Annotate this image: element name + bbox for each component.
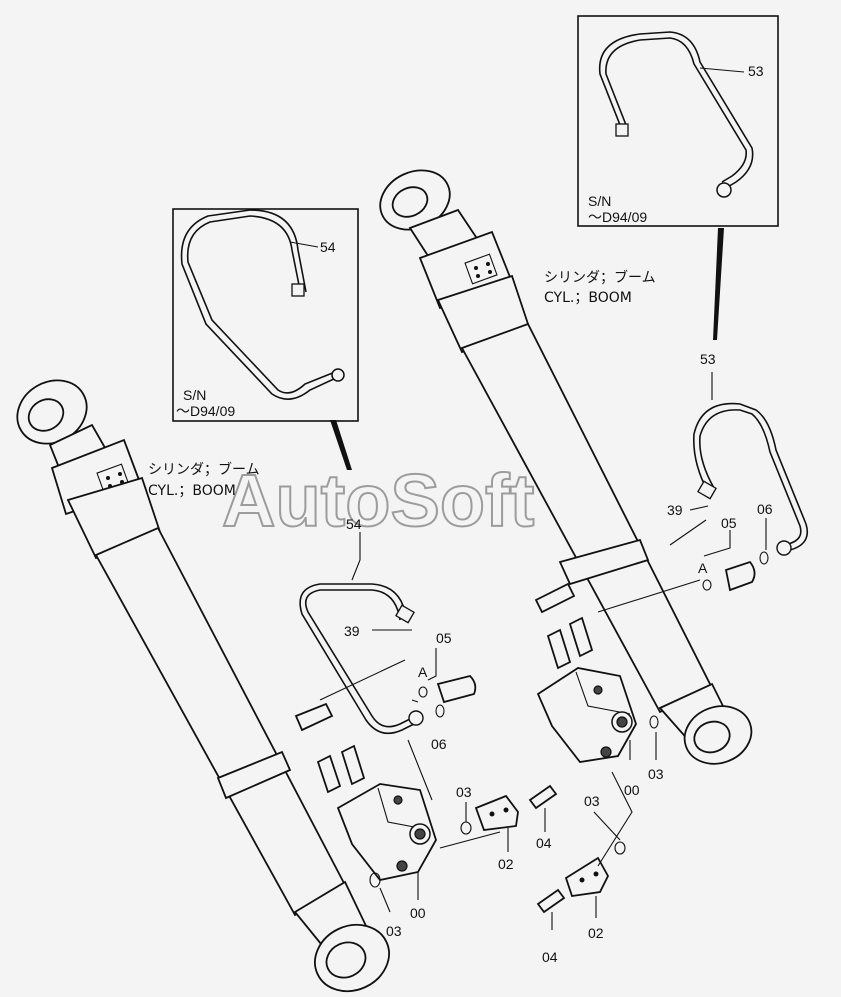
callout-right-02: 02 <box>588 925 604 941</box>
callout-right-39: 39 <box>667 502 683 518</box>
left-boom-cylinder <box>16 379 390 993</box>
callout-right-a: A <box>698 560 708 576</box>
callout-right-pipe: 53 <box>700 351 716 367</box>
inset-left-sn-value: ～D94/09 <box>176 403 235 419</box>
left-valve-assembly <box>294 532 558 913</box>
inset-right-part-label: 53 <box>748 63 764 79</box>
callout-left-04: 04 <box>536 835 552 851</box>
leader-pointer-right <box>713 228 724 340</box>
callout-right-05: 05 <box>721 515 737 531</box>
callout-left-39: 39 <box>344 623 360 639</box>
cylinder-caption-en-right: CYL.；BOOM <box>544 290 632 306</box>
callout-left-05: 05 <box>436 630 452 646</box>
right-valve-assembly <box>534 372 809 930</box>
inset-left-sn-label: S/N <box>183 387 206 403</box>
cylinder-caption-jp-left: シリンダ；ブーム <box>148 461 260 478</box>
right-boom-cylinder <box>379 169 753 765</box>
inset-left-part-label: 54 <box>320 239 336 255</box>
inset-box-right <box>577 15 779 227</box>
callout-right-03a: 03 <box>648 766 664 782</box>
callout-left-03a: 03 <box>456 784 472 800</box>
watermark: AutoSoft <box>222 459 534 542</box>
callout-left-00: 00 <box>410 905 426 921</box>
callout-right-06: 06 <box>757 501 773 517</box>
callout-left-03b: 03 <box>386 923 402 939</box>
callout-right-03b: 03 <box>584 793 600 809</box>
callout-left-02: 02 <box>498 856 514 872</box>
callout-right-00: 00 <box>624 782 640 798</box>
inset-right-sn-value: ～D94/09 <box>588 209 647 225</box>
cylinder-caption-jp-right: シリンダ；ブーム <box>544 269 656 286</box>
callout-left-06: 06 <box>431 736 447 752</box>
callout-left-a: A <box>418 664 428 680</box>
callout-left-pipe: 54 <box>346 516 362 532</box>
cylinder-caption-en-left: CYL.；BOOM <box>148 483 236 499</box>
leader-pointer-left <box>330 420 352 470</box>
callout-right-04: 04 <box>542 949 558 965</box>
inset-box-left <box>172 208 359 422</box>
inset-right-sn-label: S/N <box>588 193 611 209</box>
